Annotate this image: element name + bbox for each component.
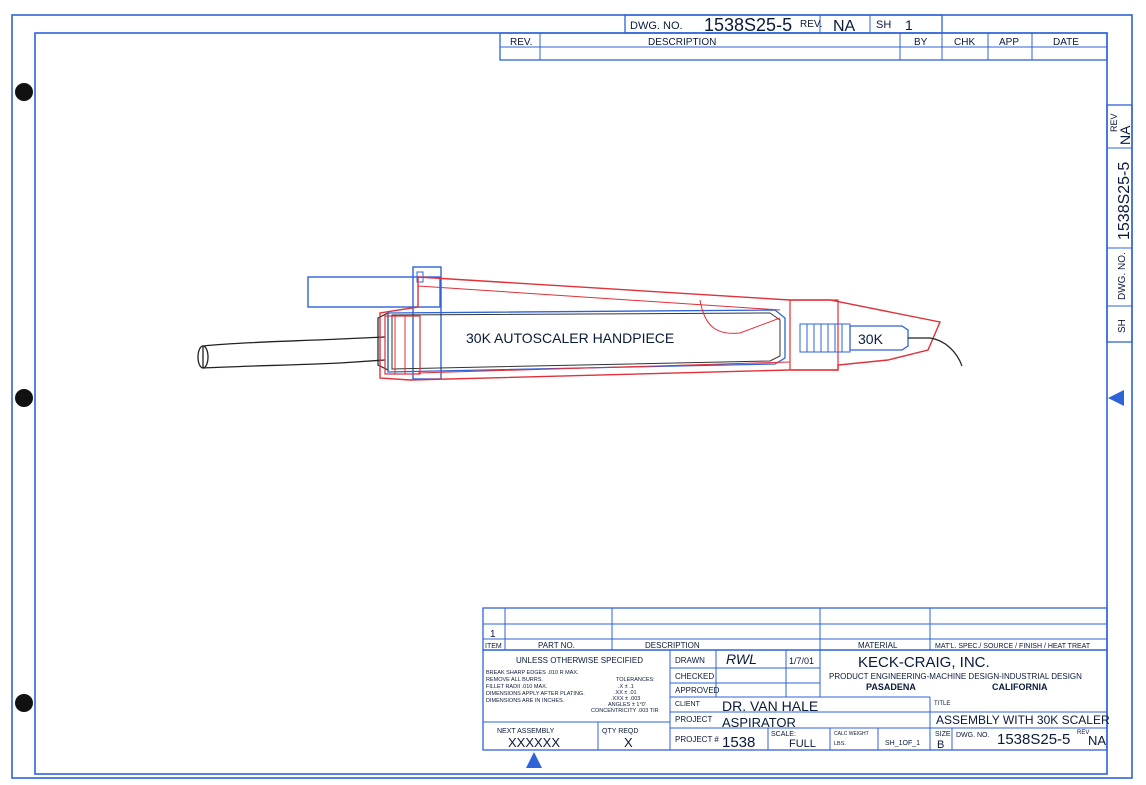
note-line: REMOVE ALL BURRS.	[486, 677, 543, 683]
size-value: B	[937, 739, 944, 751]
project-name: ASPIRATOR	[722, 715, 796, 730]
company-subtitle: PRODUCT ENGINEERING-MACHINE DESIGN-INDUS…	[829, 672, 1082, 681]
binder-hole-icon	[15, 694, 33, 712]
dwg-number: 1538S25-5	[704, 15, 792, 35]
tolerance-line: .XX ± .01	[614, 690, 637, 696]
binder-hole-icon	[15, 389, 33, 407]
title-rev-value: NA	[1088, 733, 1106, 748]
rev-label: REV.	[800, 19, 822, 30]
approved-label: APPROVED	[675, 686, 720, 695]
sh-label: SH	[876, 19, 891, 31]
title-block: UNLESS OTHERWISE SPECIFIED BREAK SHARP E…	[482, 649, 1110, 751]
drawing-title: ASSEMBLY WITH 30K SCALER	[936, 713, 1110, 727]
handpiece-label: 30K AUTOSCALER HANDPIECE	[466, 330, 674, 346]
company-state: CALIFORNIA	[992, 682, 1048, 692]
note-line: DIMENSIONS APPLY AFTER PLATING.	[486, 691, 585, 697]
tolerance-line: ANGLES ± 1°0'	[608, 702, 646, 708]
part-no-col-header: PART NO.	[538, 641, 575, 650]
note-line: BREAK SHARP EDGES .010 R MAX.	[486, 670, 579, 676]
scaler-tip-insert	[849, 325, 909, 351]
tolerance-line: .X ± .1	[618, 684, 634, 690]
binder-hole-icon	[15, 83, 33, 101]
checked-label: CHECKED	[675, 672, 714, 681]
header-block: DWG. NO. 1538S25-5 REV. NA SH 1	[624, 14, 943, 35]
center-arrow-right-icon	[1108, 390, 1124, 406]
tolerance-line: CONCENTRICITY .003 TIR	[591, 708, 659, 714]
company-name: KECK-CRAIG, INC.	[858, 654, 990, 671]
sheet-count: SH_1OF_1	[885, 740, 920, 747]
lbs-label: LBS.	[834, 741, 846, 747]
project-label: PROJECT	[675, 715, 712, 724]
date-col-header: DATE	[1053, 37, 1079, 48]
by-col-header: BY	[914, 37, 928, 48]
grip-coils	[799, 323, 851, 353]
drawn-date: 1/7/01	[789, 656, 814, 666]
handpiece-assembly: 30K AUTOSCALER HANDPIECE 30K	[197, 266, 963, 381]
material-col-header: MATERIAL	[858, 641, 898, 650]
cable	[202, 336, 386, 369]
company-city: PASADENA	[866, 682, 916, 692]
side-tab: REV NA 1538S25-5 DWG. NO. SH	[1106, 104, 1133, 343]
drawn-by-signature: RWL	[726, 651, 757, 667]
chk-col-header: CHK	[954, 37, 975, 48]
title-dwg-number: 1538S25-5	[997, 731, 1070, 748]
parts-list: 1 ITEM PART NO. DESCRIPTION MATERIAL MAT…	[482, 607, 1108, 651]
title-label: TITLE	[934, 701, 950, 707]
title-dwg-no-label: DWG. NO.	[956, 732, 989, 739]
side-sh-label: SH	[1117, 319, 1128, 333]
side-dwg-number: 1538S25-5	[1116, 162, 1133, 240]
app-col-header: APP	[999, 37, 1019, 48]
revision-table: REV. DESCRIPTION BY CHK APP DATE	[499, 32, 1108, 61]
project-number: 1538	[722, 734, 755, 751]
center-arrow-bottom-icon	[526, 752, 542, 768]
title-rev-label: REV	[1077, 730, 1089, 736]
clip-bracket	[307, 276, 441, 308]
next-assembly-label: NEXT ASSEMBLY	[497, 728, 555, 735]
tolerances-title: TOLERANCES:	[616, 677, 655, 683]
side-rev-label: REV	[1109, 113, 1119, 132]
project-no-label: PROJECT #	[675, 735, 719, 744]
note-line: FILLET RADII .010 MAX.	[486, 684, 548, 690]
scale-value: FULL	[789, 738, 816, 750]
aspirator-shell	[379, 276, 941, 381]
parts-description-col-header: DESCRIPTION	[645, 641, 700, 650]
sh-value: 1	[905, 17, 913, 33]
scale-label: SCALE:	[771, 731, 796, 738]
side-rev-value: NA	[1117, 125, 1133, 145]
size-label: SIZE	[935, 731, 951, 738]
side-dwg-label: DWG. NO.	[1117, 252, 1128, 300]
item-col-header: ITEM	[485, 643, 502, 650]
scaler-tip	[908, 337, 963, 367]
tip-label: 30K	[858, 331, 884, 347]
spec-col-header: MAT'L. SPEC./ SOURCE / FINISH / HEAT TRE…	[935, 643, 1091, 650]
outer-border	[11, 14, 1133, 779]
dwg-no-label: DWG. NO.	[630, 20, 683, 32]
next-assembly-value: XXXXXX	[508, 735, 560, 750]
calc-weight-label: CALC WEIGHT	[834, 731, 869, 737]
rev-col-header: REV.	[510, 37, 532, 48]
client-label: CLIENT	[675, 701, 701, 708]
rev-value: NA	[833, 18, 856, 35]
notes-title: UNLESS OTHERWISE SPECIFIED	[516, 656, 643, 665]
qty-label: QTY REQD	[602, 728, 638, 735]
drawn-label: DRAWN	[675, 656, 705, 665]
client-name: DR. VAN HALE	[722, 698, 818, 714]
qty-value: X	[624, 735, 633, 750]
note-line: DIMENSIONS ARE IN INCHES.	[486, 698, 565, 704]
tolerance-line: .XXX ± .003	[611, 696, 640, 702]
item-value: 1	[490, 629, 496, 640]
description-col-header: DESCRIPTION	[648, 37, 716, 48]
